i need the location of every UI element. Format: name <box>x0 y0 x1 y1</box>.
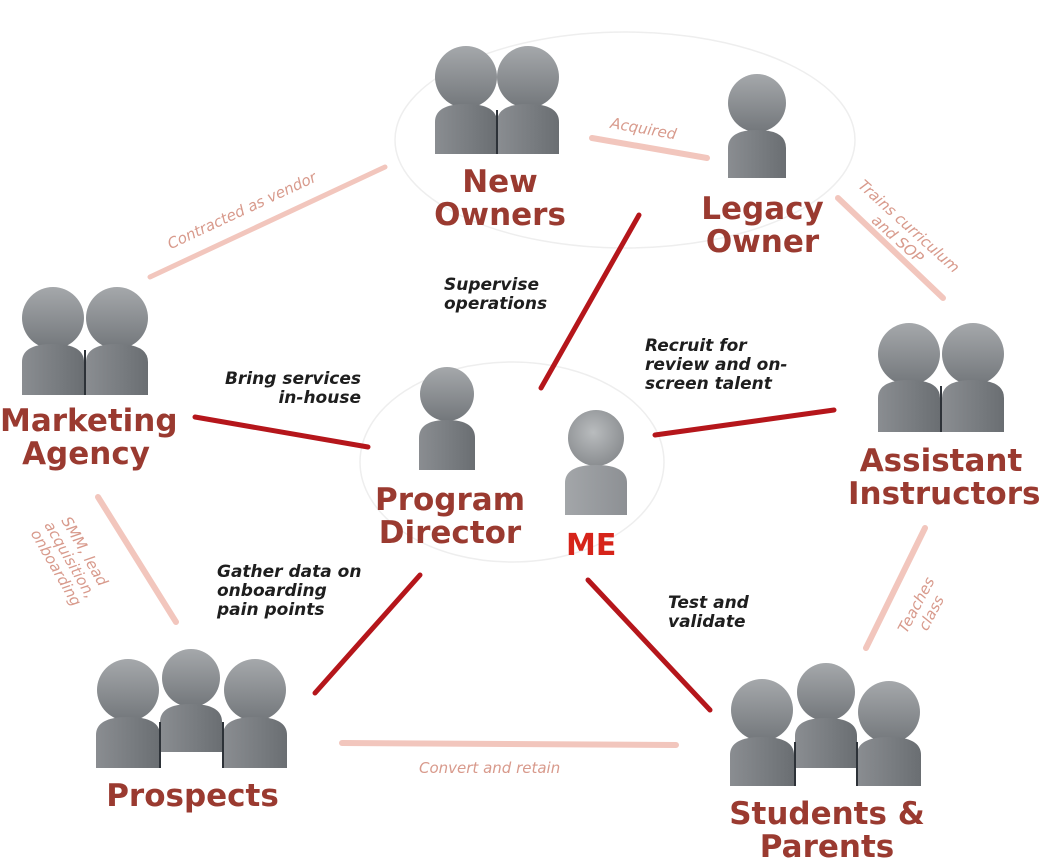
link-teaches <box>863 525 928 651</box>
assistant-instructors-icon <box>878 323 1004 432</box>
link-smm <box>95 494 179 625</box>
link-gather-data <box>312 572 423 696</box>
node-me: ME <box>566 528 617 563</box>
center-group-outline <box>359 361 665 563</box>
action-supervise-operations: Supervise operations <box>444 275 548 315</box>
node-prospects: Prospects <box>106 778 279 814</box>
action-gather-data: Gather data on onboarding pain points <box>217 562 362 621</box>
link-test-validate <box>585 577 713 713</box>
action-recruit: Recruit for review and on- screen talent <box>645 336 788 395</box>
node-assistant-instructors: Assistant Instructors <box>848 443 1041 513</box>
node-legacy-owner: Legacy Owner <box>701 191 824 261</box>
students-parents-icon <box>730 663 921 786</box>
link-trains <box>835 195 946 301</box>
link-supervise <box>538 212 642 391</box>
relation-convert-retain: Convert and retain <box>419 759 561 777</box>
action-bring-services: Bring services in-house <box>224 369 361 409</box>
legacy-owner-icon <box>728 74 786 178</box>
node-program-director: Program Director <box>374 482 525 552</box>
marketing-agency-icon <box>22 287 148 395</box>
node-marketing-agency: Marketing Agency <box>0 403 178 473</box>
node-new-owners: New Owners <box>434 164 566 234</box>
owners-group-outline <box>394 31 856 249</box>
link-contracted <box>147 164 388 280</box>
new-owners-icon <box>435 46 559 154</box>
link-bring-services <box>192 414 371 450</box>
me-icon <box>565 410 627 515</box>
link-convert <box>339 740 679 748</box>
prospects-icon <box>96 649 287 768</box>
action-test-validate: Test and validate <box>668 593 749 633</box>
program-director-icon <box>419 367 475 470</box>
link-acquired <box>589 135 710 161</box>
node-students-parents: Students & Parents <box>729 796 925 865</box>
link-recruit <box>652 407 837 438</box>
